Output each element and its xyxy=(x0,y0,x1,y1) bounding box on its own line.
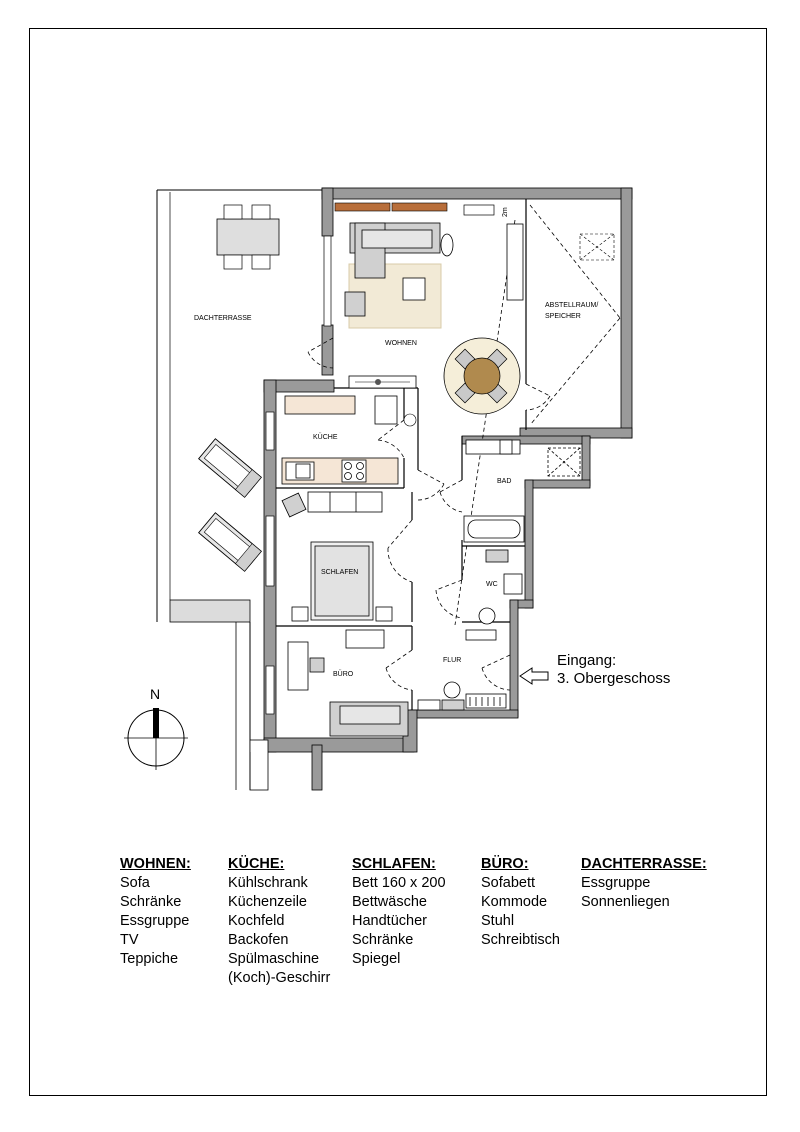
dining-group xyxy=(443,337,521,415)
legend-item: Bett 160 x 200 xyxy=(352,875,446,891)
legend-heading: BÜRO: xyxy=(481,856,529,872)
walls xyxy=(249,187,633,791)
label-dachterrasse: DACHTERRASSE xyxy=(194,315,252,322)
label-wohnen: WOHNEN xyxy=(385,340,417,347)
legend-item: Kommode xyxy=(481,894,548,910)
legend-heading: DACHTERRASSE: xyxy=(581,856,707,872)
wall-cabinet xyxy=(334,202,391,212)
label-schlafen: SCHLAFEN xyxy=(321,569,358,576)
wall-cabinet xyxy=(391,202,448,212)
living-furniture xyxy=(334,202,524,427)
drawing-sheet xyxy=(29,28,767,1096)
sideboard xyxy=(506,223,524,301)
entrance-arrow xyxy=(519,667,549,685)
label-wc: WC xyxy=(486,581,498,588)
legend-item: Stuhl xyxy=(481,913,515,929)
legend-item: Spiegel xyxy=(352,951,401,967)
legend-schlafen: SCHLAFEN: Bett 160 x 200 Bettwäsche Hand… xyxy=(352,855,446,969)
legend-item: Schränke xyxy=(120,894,182,910)
legend-item: Sofabett xyxy=(481,875,536,891)
legend-item: Spülmaschine xyxy=(228,951,320,967)
entrance-line-2: 3. Obergeschoss xyxy=(557,670,671,687)
label-flur: FLUR xyxy=(443,657,461,664)
legend-item: Sonnenliegen xyxy=(581,894,670,910)
tv xyxy=(463,204,495,216)
kitchen-furniture xyxy=(281,395,399,485)
legend-item: Schreibtisch xyxy=(481,932,560,948)
bedroom-furniture xyxy=(281,491,393,622)
legend-item: Kochfeld xyxy=(228,913,285,929)
height-mark: 2m xyxy=(502,207,509,217)
interior-walls xyxy=(276,199,527,710)
legend-heading: WOHNEN: xyxy=(120,856,191,872)
entrance-label: Eingang: 3. Obergeschoss xyxy=(557,652,670,688)
armchair xyxy=(344,291,366,317)
legend-wohnen: WOHNEN: Sofa Schränke Essgruppe TV Teppi… xyxy=(120,855,191,969)
coffee-table xyxy=(402,277,426,301)
doors xyxy=(307,204,621,691)
legend-item: Schränke xyxy=(352,932,414,948)
legend-item: TV xyxy=(120,932,139,948)
legend-item: Teppiche xyxy=(120,951,179,967)
entrance-line-1: Eingang: xyxy=(557,652,617,669)
legend-buero: BÜRO: Sofabett Kommode Stuhl Schreibtisc… xyxy=(481,855,560,950)
legend-heading: KÜCHE: xyxy=(228,856,285,872)
office-furniture xyxy=(287,629,409,737)
legend-item: Essgruppe xyxy=(581,875,651,891)
label-kueche: KÜCHE xyxy=(313,433,338,441)
terrace-planter xyxy=(169,599,251,623)
sun-lounger xyxy=(198,512,262,572)
label-bad: BAD xyxy=(497,478,511,485)
label-abstellraum-1: ABSTELLRAUM/ xyxy=(545,302,598,309)
legend-item: (Koch)-Geschirr xyxy=(228,970,331,986)
label-buero: BÜRO xyxy=(333,670,354,678)
legend-dachterrasse: DACHTERRASSE: Essgruppe Sonnenliegen xyxy=(581,855,707,912)
legend-item: Bettwäsche xyxy=(352,894,427,910)
room-labels: DACHTERRASSE WOHNEN ABSTELLRAUM/ SPEICHE… xyxy=(194,207,598,678)
terrace-dining-set xyxy=(216,204,280,270)
legend-item: Backofen xyxy=(228,932,289,948)
hallway-furniture xyxy=(417,681,507,711)
skylight xyxy=(579,233,615,261)
legend-item: Essgruppe xyxy=(120,913,190,929)
floor-lamp xyxy=(440,233,454,257)
bathroom-fixtures xyxy=(463,439,581,641)
windows xyxy=(265,235,332,715)
legend-item: Handtücher xyxy=(352,913,427,929)
compass-north-label: N xyxy=(150,686,161,702)
legend-item: Kühlschrank xyxy=(228,875,308,891)
legend-item: Sofa xyxy=(120,875,150,891)
legend-kueche: KÜCHE: Kühlschrank Küchenzeile Kochfeld … xyxy=(228,855,330,988)
sun-lounger xyxy=(198,438,262,498)
legend-item: Küchenzeile xyxy=(228,894,307,910)
terrace xyxy=(156,189,322,790)
legend-heading: SCHLAFEN: xyxy=(352,856,436,872)
compass xyxy=(124,708,188,770)
label-abstellraum-2: SPEICHER xyxy=(545,313,581,320)
sofa xyxy=(349,222,441,279)
